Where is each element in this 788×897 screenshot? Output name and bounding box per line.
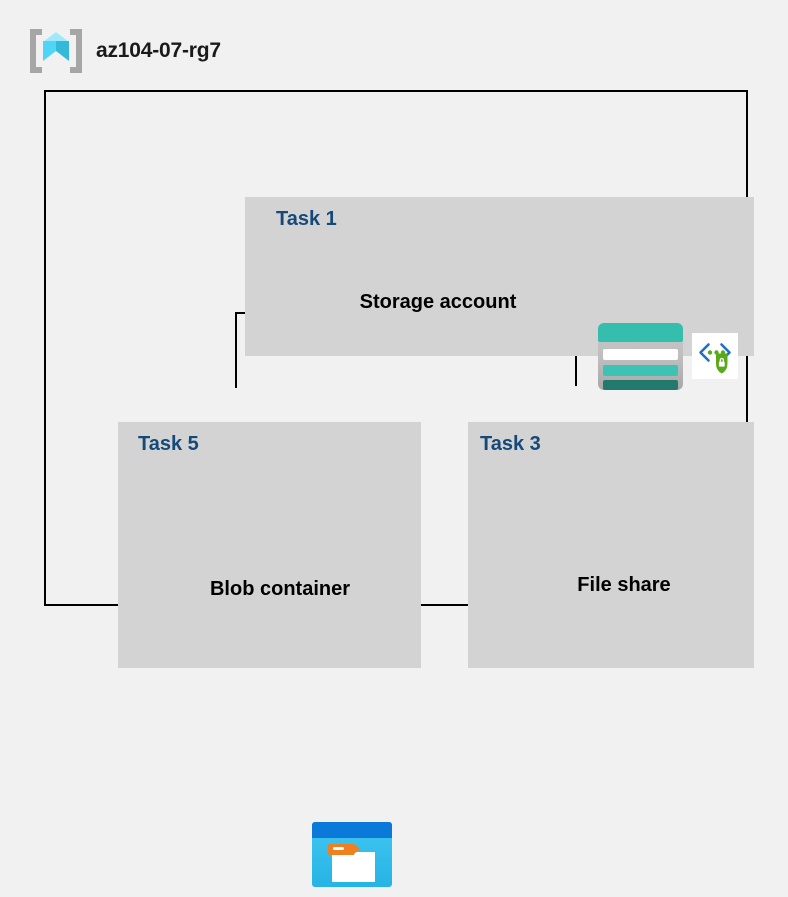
resource-group-header: az104-07-rg7 [30,26,221,76]
connector-to-blob-container [235,312,237,388]
cube-left-face [43,51,56,61]
storage-icon-row-teal [603,365,678,376]
bracket-right-shape [70,29,82,73]
task-label-1: Task 1 [276,208,337,230]
cube-shape [43,32,69,70]
panel-task-1: Task 1 Storage account [245,197,754,390]
resource-group-cube-icon [30,26,82,76]
storage-icon-row-white [603,349,678,360]
caption-file-share: File share [577,574,671,596]
blob-container-icon [312,822,392,887]
cube-right-face [56,51,69,61]
panel-task-5: Task 5 Blob container [118,422,421,887]
storage-icon-header-band [598,323,683,342]
cube-left-face-body [43,41,56,51]
caption-blob-container: Blob container [209,578,351,600]
storage-icon-row-dark-teal [603,380,678,390]
blob-icon-titlebar [312,822,392,838]
resource-group-name: az104-07-rg7 [96,39,221,62]
task-label-5: Task 5 [138,433,199,455]
diagram-container: Task 1 Storage account [44,90,754,887]
cube-right-face-body [56,41,69,51]
secure-code-shield-icon [692,333,738,379]
blob-icon-tag-slit [333,847,344,850]
caption-storage-account: Storage account [359,291,517,313]
storage-account-icon [598,323,683,390]
task-label-3: Task 3 [480,433,541,455]
panel-task-3: Task 3 [468,422,754,668]
cube-top-face [43,32,69,42]
blob-icon-page [332,852,375,882]
bracket-left-shape [30,29,42,73]
